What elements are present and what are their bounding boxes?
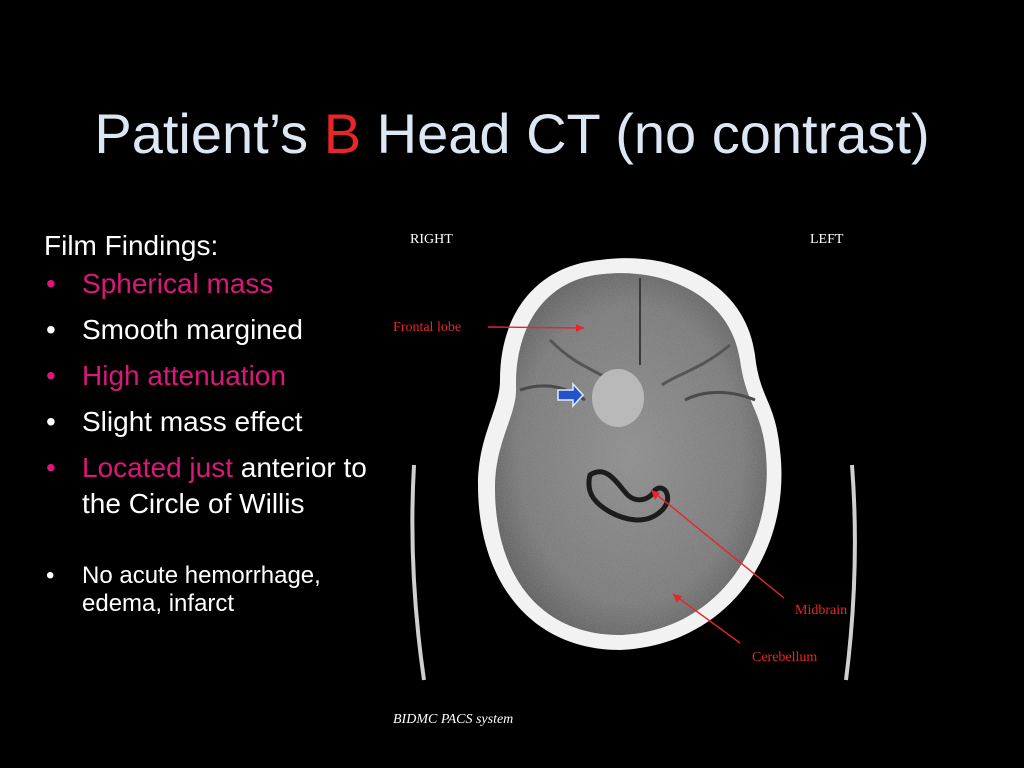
bullet-icon: • <box>46 268 56 299</box>
cerebellum-arrow-head <box>673 594 682 603</box>
finding-item: • Smooth margined <box>44 312 374 348</box>
side-label-right: RIGHT <box>410 232 453 247</box>
sulcus <box>684 390 756 402</box>
finding-text: No acute hemorrhage, edema, infarct <box>82 562 321 617</box>
finding-item: • High attenuation <box>44 358 374 394</box>
mass-texture <box>592 369 644 427</box>
title-accent: B <box>323 102 362 165</box>
bullet-icon: • <box>46 452 56 483</box>
sulcus <box>661 343 731 387</box>
title-suffix: Head CT (no contrast) <box>361 102 930 165</box>
label-cerebellum: Cerebellum <box>752 650 818 665</box>
blue-arrow-icon <box>557 382 585 408</box>
ct-scan-image <box>410 258 857 681</box>
label-frontal-lobe: Frontal lobe <box>393 320 462 335</box>
scanner-edge-right <box>844 464 857 681</box>
finding-highlight: Located just <box>82 452 233 483</box>
midbrain-cistern <box>586 469 671 523</box>
bullet-icon: • <box>46 406 56 437</box>
scanner-edge-left <box>410 464 426 681</box>
bullet-icon: • <box>46 314 56 345</box>
finding-item: • Spherical mass <box>44 266 374 302</box>
finding-text: Smooth margined <box>82 314 304 345</box>
image-source: BIDMC PACS system <box>393 712 514 727</box>
midbrain-arrow-line <box>650 489 785 599</box>
bullet-icon: • <box>46 360 56 391</box>
findings-list: Film Findings: • Spherical mass • Smooth m… <box>44 228 374 628</box>
finding-item: • No acute hemorrhage, edema, infarct <box>44 562 374 618</box>
title-prefix: Patient’s <box>94 102 324 165</box>
finding-text: Spherical mass <box>82 268 274 299</box>
bullet-icon: • <box>46 562 55 589</box>
frontal-arrow-line <box>487 326 585 329</box>
finding-text: High attenuation <box>82 360 286 391</box>
findings-heading: Film Findings: <box>44 230 219 261</box>
cerebellum-arrow-line <box>672 593 741 644</box>
frontal-arrow-head <box>576 324 584 332</box>
finding-item: • Located just anterior to the Circle of … <box>44 450 374 522</box>
finding-text: anterior to the Circle of Willis <box>82 452 367 519</box>
brain-texture <box>495 273 767 636</box>
finding-item: • Slight mass effect <box>44 404 374 440</box>
midbrain-arrow-head <box>651 490 660 500</box>
side-label-left: LEFT <box>810 232 844 247</box>
label-midbrain: Midbrain <box>795 603 848 618</box>
slide-title: Patient’s B Head CT (no contrast) <box>0 96 1024 172</box>
finding-text: Slight mass effect <box>82 406 303 437</box>
